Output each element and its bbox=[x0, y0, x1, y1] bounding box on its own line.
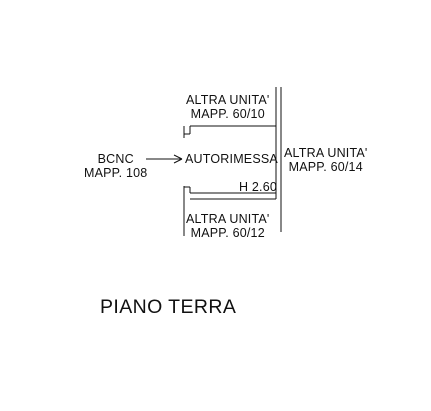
bcnc-line2: MAPP. 108 bbox=[84, 166, 148, 180]
autorimessa-label: AUTORIMESSA bbox=[185, 152, 278, 166]
neighbor-top-line1: ALTRA UNITA' bbox=[186, 93, 270, 107]
bcnc-label: BCNC MAPP. 108 bbox=[84, 152, 147, 180]
neighbor-top-line2: MAPP. 60/10 bbox=[190, 107, 265, 121]
neighbor-unit-top-label: ALTRA UNITA' MAPP. 60/10 bbox=[186, 93, 270, 121]
entrance-arrow-head-top bbox=[173, 154, 183, 160]
neighbor-right-line1: ALTRA UNITA' bbox=[284, 146, 368, 160]
neighbor-right-line2: MAPP. 60/14 bbox=[288, 160, 363, 174]
floor-title: PIANO TERRA bbox=[100, 296, 237, 318]
bcnc-line1: BCNC bbox=[97, 152, 134, 166]
room-height-label: H 2.60 bbox=[239, 180, 278, 194]
neighbor-unit-right-label: ALTRA UNITA' MAPP. 60/14 bbox=[284, 146, 368, 174]
neighbor-unit-bottom-label: ALTRA UNITA' MAPP. 60/12 bbox=[186, 212, 270, 240]
neighbor-bottom-line1: ALTRA UNITA' bbox=[186, 212, 270, 226]
neighbor-bottom-line2: MAPP. 60/12 bbox=[190, 226, 265, 240]
entrance-arrow-head-bottom bbox=[173, 158, 183, 164]
